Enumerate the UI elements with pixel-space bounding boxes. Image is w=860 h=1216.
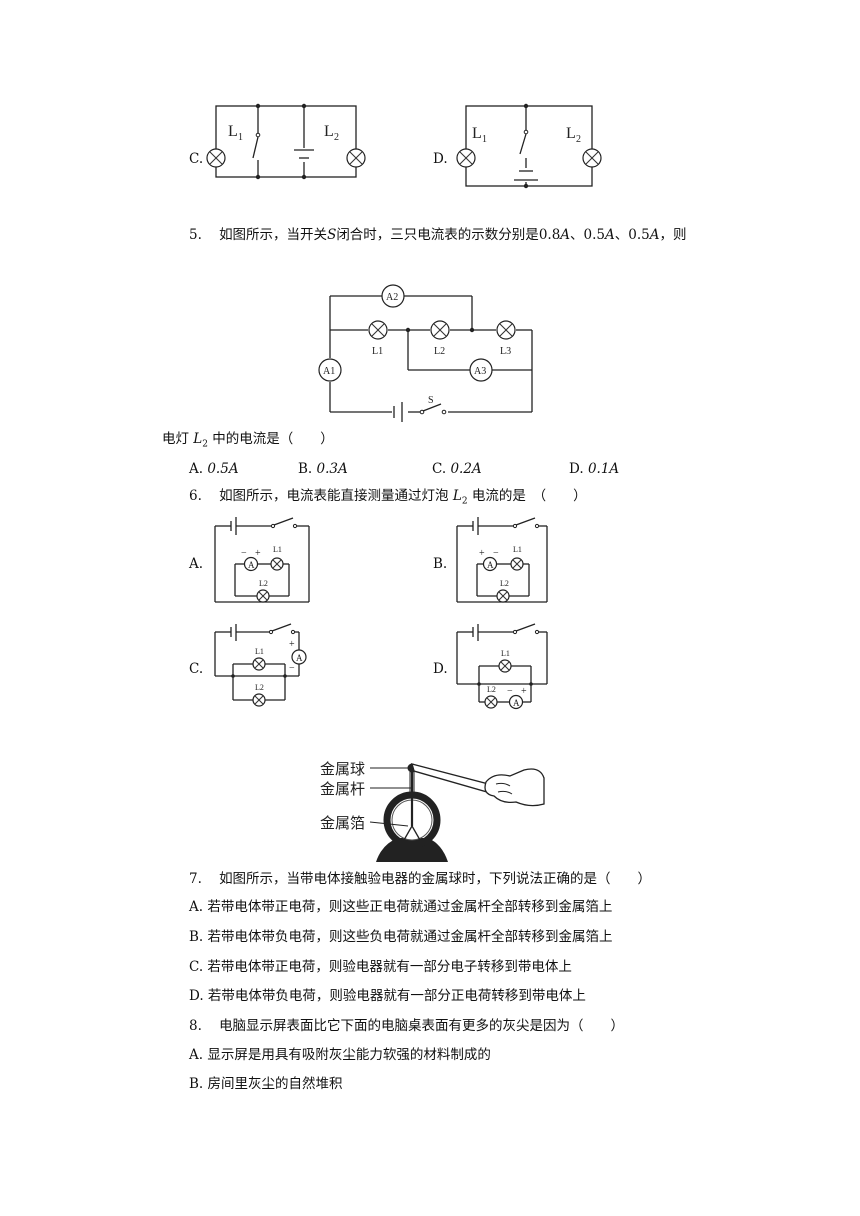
- svg-text:L1: L1: [513, 545, 522, 554]
- svg-text:L2: L2: [500, 579, 509, 588]
- svg-text:2: 2: [576, 134, 581, 145]
- svg-text:L2: L2: [487, 685, 496, 694]
- option-d-label: D.: [433, 151, 448, 167]
- label-l1: L: [228, 123, 238, 140]
- lamp-l1-icon: [206, 148, 226, 168]
- svg-text:+: +: [255, 548, 261, 559]
- svg-text:+: +: [521, 686, 527, 697]
- electroscope-figure: 金属球 金属杆 金属箔: [320, 761, 545, 862]
- q6-option-c-label[interactable]: C.: [189, 661, 204, 677]
- label-metal-ball: 金属球: [320, 761, 365, 778]
- label-s: S: [428, 395, 434, 406]
- label-metal-rod: 金属杆: [320, 781, 365, 798]
- ammeter-a2-icon: [381, 284, 405, 308]
- label-a3: A3: [474, 366, 486, 377]
- lamp-l2-icon: [582, 148, 602, 168]
- svg-text:−: −: [507, 686, 513, 697]
- q5-option-b[interactable]: B. 0.3A: [298, 461, 348, 477]
- svg-text:A: A: [513, 698, 520, 708]
- label-a2: A2: [386, 292, 398, 303]
- svg-text:1: 1: [238, 132, 243, 143]
- svg-text:+: +: [289, 639, 295, 650]
- svg-text:A: A: [248, 560, 255, 570]
- q7-stem: 7. 如图所示，当带电体接触验电器的金属球时，下列说法正确的是（ ）: [189, 871, 652, 887]
- svg-text:A: A: [487, 560, 494, 570]
- svg-text:−: −: [289, 663, 295, 674]
- lamp-l2-icon: [346, 148, 366, 168]
- lamp-l1-icon: [456, 148, 476, 168]
- q8-stem: 8. 电脑显示屏表面比它下面的电脑桌表面有更多的灰尖是因为（ ）: [189, 1018, 625, 1034]
- lamp-l1-icon: [368, 320, 388, 340]
- q6-option-a-label[interactable]: A.: [189, 556, 204, 572]
- svg-text:L2: L2: [259, 579, 268, 588]
- circuit-q5: A2 A1 A3 L1 L2 L3 S: [318, 284, 533, 422]
- ammeter-a1-icon: [318, 358, 342, 382]
- svg-text:L1: L1: [501, 649, 510, 658]
- label-l2: L: [566, 125, 576, 142]
- lamp-l2-icon: [430, 320, 450, 340]
- label-metal-foil: 金属箔: [320, 815, 365, 832]
- svg-text:2: 2: [334, 132, 339, 143]
- circuit-6d: A L1 L2 −+: [456, 623, 548, 710]
- svg-text:L1: L1: [255, 647, 264, 656]
- label-l1: L: [472, 125, 482, 142]
- svg-text:A: A: [296, 653, 303, 663]
- q6-option-d-label[interactable]: D.: [433, 661, 448, 677]
- ammeter-a3-icon: [469, 358, 493, 382]
- q5-stem-line2: 电灯 L2 中的电流是（ ）: [162, 431, 334, 450]
- q8-option-a[interactable]: A. 显示屏是用具有吸附灰尘能力软强的材料制成的: [189, 1047, 491, 1063]
- lamp-l3-icon: [496, 320, 516, 340]
- option-c-label: C.: [189, 151, 204, 167]
- q5-option-d[interactable]: D. 0.1A: [569, 461, 620, 477]
- circuit-6b: A +− L1 L2: [456, 517, 548, 603]
- q7-option-c[interactable]: C. 若带电体带正电荷，则验电器就有一部分电子转移到带电体上: [189, 959, 572, 975]
- q8-option-b[interactable]: B. 房间里灰尘的自然堆积: [189, 1076, 343, 1092]
- q6-stem: 6. 如图所示，电流表能直接测量通过灯泡 L2 电流的是 （ ）: [189, 488, 587, 507]
- label-l2: L2: [434, 346, 445, 357]
- svg-text:L1: L1: [273, 545, 282, 554]
- svg-text:+: +: [479, 548, 485, 559]
- circuit-6c: A + − L1 L2: [214, 623, 307, 707]
- label-l1: L1: [372, 346, 383, 357]
- q5-stem: 5. 如图所示，当开关S闭合时，三只电流表的示数分别是0.8A、0.5A、0.5…: [189, 227, 687, 243]
- label-l2: L: [324, 123, 334, 140]
- label-l3: L3: [500, 346, 511, 357]
- q5-option-c[interactable]: C. 0.2A: [432, 461, 482, 477]
- svg-text:−: −: [493, 548, 499, 559]
- q6-option-b-label[interactable]: B.: [433, 556, 448, 572]
- svg-text:L2: L2: [255, 683, 264, 692]
- q5-option-a[interactable]: A. 0.5A: [189, 461, 239, 477]
- circuit-6a: A −+ L1 L2: [214, 517, 310, 603]
- q7-option-b[interactable]: B. 若带电体带负电荷，则这些负电荷就通过金属杆全部转移到金属箔上: [189, 929, 613, 945]
- q7-option-d[interactable]: D. 若带电体带负电荷，则验电器就有一部分正电荷转移到带电体上: [189, 988, 586, 1004]
- svg-text:−: −: [241, 548, 247, 559]
- svg-text:1: 1: [482, 134, 487, 145]
- q7-option-a[interactable]: A. 若带电体带正电荷，则这些正电荷就通过金属杆全部转移到金属箔上: [189, 899, 613, 915]
- label-a1: A1: [323, 366, 335, 377]
